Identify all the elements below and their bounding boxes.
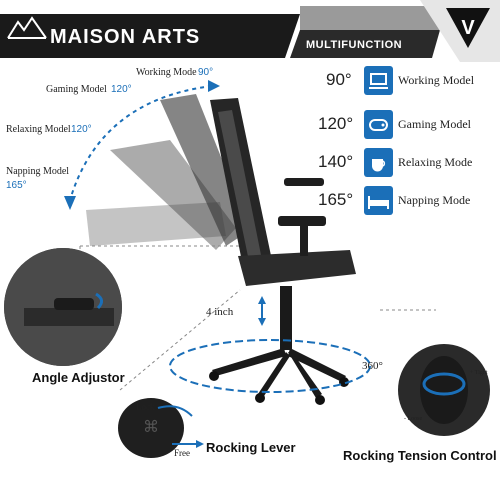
rotation-label: 360° xyxy=(362,360,383,372)
mode-degree: 165° xyxy=(318,190,354,209)
arc-gaming-label: Gaming Model xyxy=(46,84,107,95)
mode-list: 90° Working Model 120° Gaming Model 140°… xyxy=(318,66,498,216)
arc-relaxing-label: Relaxing Model xyxy=(6,124,71,135)
arc-napping-degree: 165° xyxy=(6,180,27,191)
multifunction-tagline: MULTIFUNCTION xyxy=(306,39,403,51)
arc-napping-label: Napping Model xyxy=(6,166,70,177)
svg-text:V: V xyxy=(461,17,475,39)
rocking-tension-caption: Rocking Tension Control xyxy=(343,448,497,463)
svg-text:⌘: ⌘ xyxy=(143,419,159,436)
mode-label: Relaxing Mode xyxy=(398,155,473,169)
mode-label: Gaming Model xyxy=(398,117,471,131)
arc-working-degree: 90° xyxy=(198,67,214,78)
mode-degree: 120° xyxy=(318,114,354,133)
rocking-lever-caption: Rocking Lever xyxy=(206,440,296,455)
angle-adjustor-caption: Angle Adjustor xyxy=(32,370,125,385)
coffee-cup-icon xyxy=(364,148,393,177)
gamepad-icon xyxy=(364,110,393,139)
tight-label: + Tight xyxy=(470,370,488,376)
arc-relaxing-degree: 120° xyxy=(71,124,92,135)
height-label: 4 inch xyxy=(206,306,234,318)
tension-knob-closeup xyxy=(398,344,490,436)
mode-label: Napping Mode xyxy=(398,193,471,207)
lock-label: Lock xyxy=(136,402,155,412)
chair-illustration xyxy=(64,80,436,405)
free-label: Free xyxy=(174,448,190,458)
lever-direction-arrows xyxy=(157,405,204,448)
mountain-logo-icon xyxy=(7,16,47,39)
angle-adjustor-closeup xyxy=(4,248,122,366)
v-logo-icon: V xyxy=(446,8,490,48)
bed-icon xyxy=(364,186,393,215)
rocking-lever-closeup: ⌘ xyxy=(118,398,184,458)
arc-gaming-degree: 120° xyxy=(111,84,132,95)
mode-label: Working Model xyxy=(398,73,475,87)
desk-icon xyxy=(364,66,393,95)
mode-degree: 140° xyxy=(318,152,354,171)
loose-label: - Loose xyxy=(404,416,423,422)
mode-degree: 90° xyxy=(326,70,352,89)
arc-working-label: Working Mode xyxy=(136,67,197,78)
brand-name: MAISON ARTS xyxy=(50,26,201,48)
